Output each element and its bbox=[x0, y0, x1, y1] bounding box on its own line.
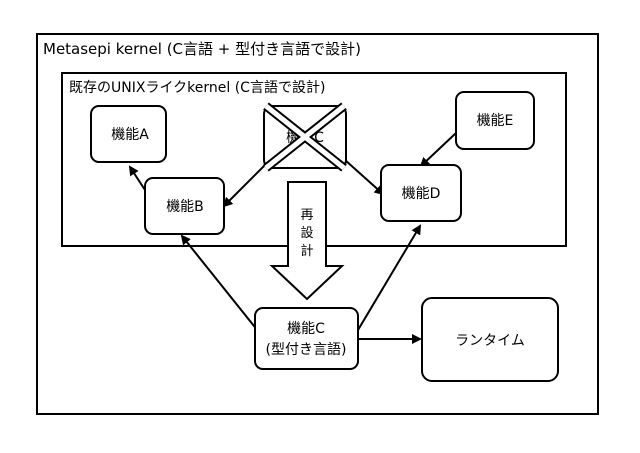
edge-newc-to-d bbox=[357, 224, 422, 331]
node-func-d-label: 機能D bbox=[402, 186, 441, 202]
outer-frame-label: Metasepi kernel (C言語 + 型付き言語で設計) bbox=[43, 40, 361, 58]
node-func-a-label: 機能A bbox=[111, 127, 149, 143]
edge-c-to-d bbox=[344, 159, 385, 196]
node-func-c-new bbox=[254, 307, 359, 370]
node-func-d bbox=[380, 164, 462, 222]
edge-b-to-a bbox=[128, 165, 146, 191]
node-func-e-label: 機能E bbox=[477, 113, 514, 129]
node-func-b bbox=[144, 177, 225, 235]
redesign-char-1: 再 bbox=[300, 208, 313, 223]
node-func-b-label: 機能B bbox=[166, 199, 204, 215]
node-func-e bbox=[455, 91, 535, 150]
edge-c-to-b bbox=[222, 159, 271, 208]
edge-newc-to-b bbox=[180, 234, 263, 337]
node-runtime-label: ランタイム bbox=[455, 333, 525, 349]
node-runtime bbox=[421, 297, 559, 382]
cross-out-mark bbox=[263, 102, 347, 172]
node-func-a bbox=[90, 105, 167, 163]
inner-frame-label: 既存のUNIXライクkernel (C言語で設計) bbox=[69, 80, 325, 96]
redesign-char-2: 設 bbox=[300, 225, 313, 241]
node-func-c-new-label-1: 機能C bbox=[287, 321, 325, 337]
redesign-char-3: 計 bbox=[300, 243, 313, 259]
edge-e-to-d bbox=[419, 132, 457, 168]
node-func-c-new-label-2: (型付き言語) bbox=[266, 342, 347, 358]
outer-frame bbox=[36, 33, 599, 415]
redesign-arrow bbox=[269, 181, 345, 301]
